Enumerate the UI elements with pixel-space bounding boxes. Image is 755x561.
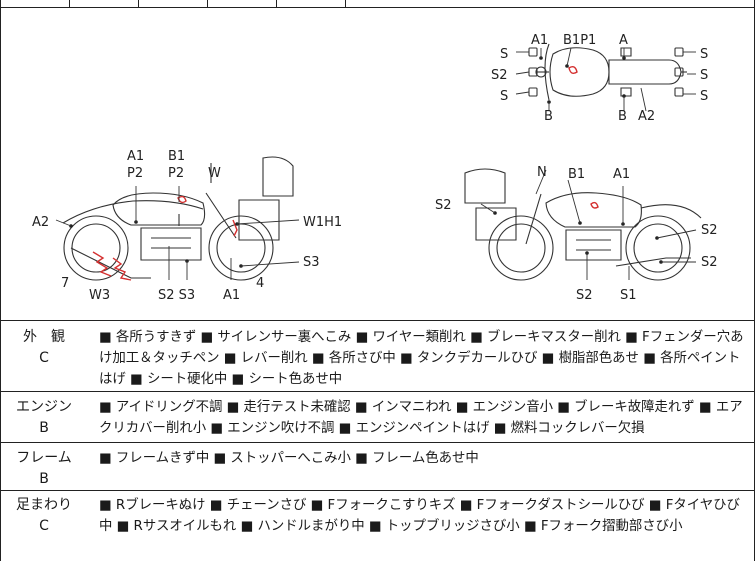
label: B1P1 xyxy=(563,33,596,48)
label: A1 xyxy=(127,149,144,164)
label: W1H1 xyxy=(303,215,342,230)
condition-notes: ■ フレームきず中 ■ ストッパーへこみ小 ■ フレーム色あせ中 xyxy=(99,451,479,466)
row-header: 外 観 C xyxy=(1,327,87,369)
category-name: エンジン xyxy=(16,399,72,415)
label: B1 xyxy=(568,167,585,182)
label: S1 xyxy=(620,288,637,303)
label: S2 xyxy=(576,288,593,303)
label: S xyxy=(500,47,508,62)
right-side-motorcycle xyxy=(464,168,702,281)
category-name: フレーム xyxy=(16,450,72,466)
label: S2 xyxy=(435,198,452,213)
label: B xyxy=(544,109,553,124)
category-grade: B xyxy=(39,471,49,487)
category-grade: C xyxy=(39,518,49,534)
condition-row-engine: エンジン B ■ アイドリング不調 ■ 走行テスト未確認 ■ インマニわれ ■ … xyxy=(1,392,754,443)
label: S2 S3 xyxy=(158,288,195,303)
label: P2 xyxy=(168,166,184,181)
left-side-motorcycle xyxy=(62,156,294,281)
top-view-motorcycle xyxy=(528,43,687,101)
header-cell xyxy=(208,0,277,7)
condition-row-exterior: 外 観 C ■ 各所うすきず ■ サイレンサー裏へこみ ■ ワイヤー類削れ ■ … xyxy=(1,321,754,392)
label: W3 xyxy=(89,288,110,303)
label: A2 xyxy=(638,109,655,124)
leader-dots xyxy=(69,56,663,268)
label: S xyxy=(700,89,708,104)
label: S xyxy=(500,89,508,104)
motorcycle-damage-diagram: A1 B1P1 A S S2 S B B A2 S S S A1 P2 B1 P… xyxy=(1,8,754,321)
label: S3 xyxy=(303,255,320,270)
header-cell xyxy=(139,0,208,7)
condition-row-suspension: 足まわり C ■ Rブレーキぬけ ■ チェーンさび ■ Fフォークこすりキズ ■… xyxy=(1,491,754,561)
label: P2 xyxy=(127,166,143,181)
label: B xyxy=(618,109,627,124)
condition-table: 外 観 C ■ 各所うすきず ■ サイレンサー裏へこみ ■ ワイヤー類削れ ■ … xyxy=(1,321,754,561)
label: S2 xyxy=(701,223,718,238)
label: A1 xyxy=(613,167,630,182)
header-table-edge xyxy=(1,0,754,8)
row-header: 足まわり C xyxy=(1,495,87,537)
condition-notes: ■ Rブレーキぬけ ■ チェーンさび ■ Fフォークこすりキズ ■ Fフォークダ… xyxy=(99,498,740,534)
damage-marks xyxy=(92,65,599,281)
category-grade: C xyxy=(39,350,49,366)
label: 4 xyxy=(256,276,264,291)
label: S xyxy=(700,68,708,83)
diagram-svg: A1 B1P1 A S S2 S B B A2 S S S A1 P2 B1 P… xyxy=(32,33,718,303)
label: A2 xyxy=(32,215,49,230)
condition-row-frame: フレーム B ■ フレームきず中 ■ ストッパーへこみ小 ■ フレーム色あせ中 xyxy=(1,443,754,491)
label: A1 xyxy=(531,33,548,48)
row-header: エンジン B xyxy=(1,397,87,439)
label: A xyxy=(619,33,628,48)
category-grade: B xyxy=(39,420,49,436)
label: A1 xyxy=(223,288,240,303)
condition-notes: ■ アイドリング不調 ■ 走行テスト未確認 ■ インマニわれ ■ エンジン音小 … xyxy=(99,400,743,436)
row-header: フレーム B xyxy=(1,448,87,490)
category-name: 外 観 xyxy=(23,329,65,345)
category-name: 足まわり xyxy=(16,497,72,513)
label: S xyxy=(700,47,708,62)
header-cell xyxy=(70,0,139,7)
label: W xyxy=(208,166,221,181)
label: S2 xyxy=(491,68,508,83)
label: 7 xyxy=(61,276,69,291)
header-cell xyxy=(277,0,346,7)
label: S2 xyxy=(701,255,718,270)
condition-notes: ■ 各所うすきず ■ サイレンサー裏へこみ ■ ワイヤー類削れ ■ ブレーキマス… xyxy=(99,330,744,387)
header-cell xyxy=(1,0,70,7)
label: N xyxy=(537,165,547,180)
label: B1 xyxy=(168,149,185,164)
